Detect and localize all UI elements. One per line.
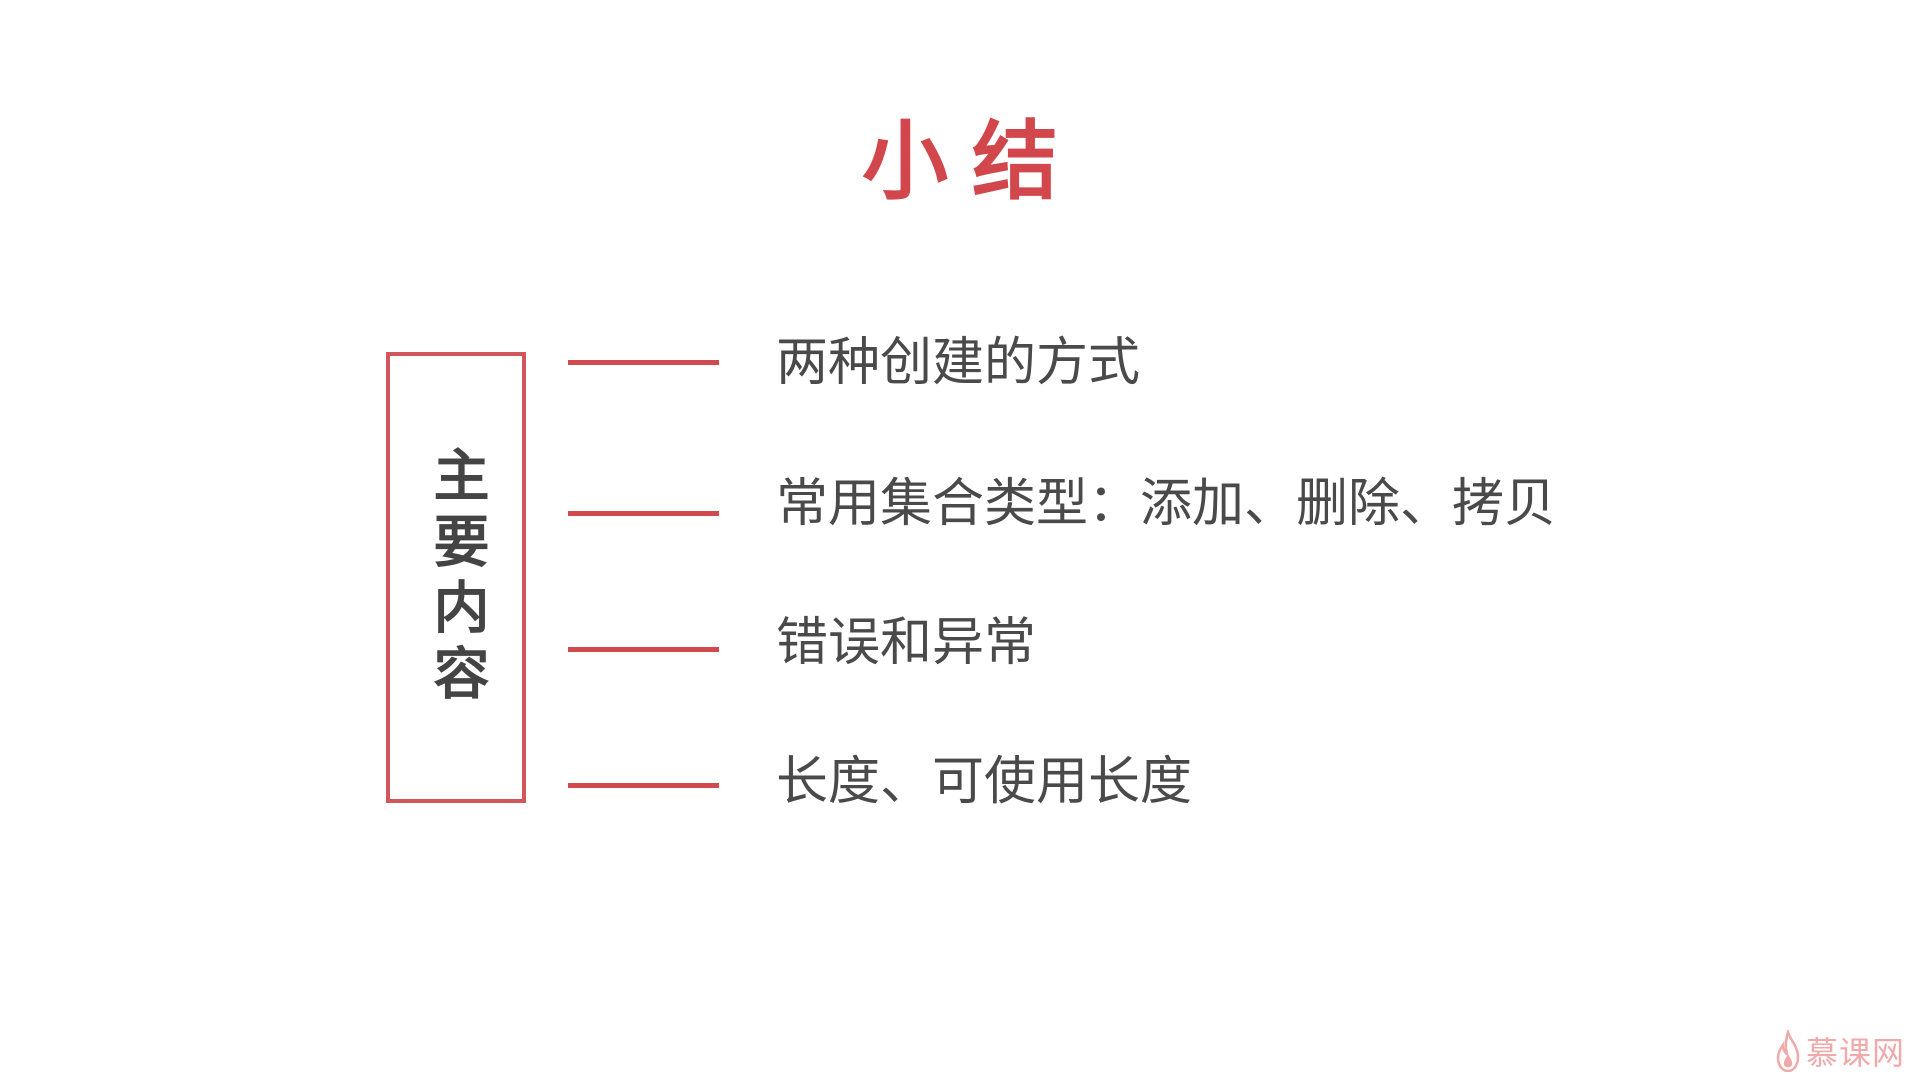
slide-title: 小结 <box>862 112 1082 212</box>
watermark-text: 慕课网 <box>1806 1034 1906 1072</box>
flame-icon <box>1776 1027 1800 1076</box>
item-connector-line <box>568 647 719 652</box>
item-connector-line <box>568 783 719 788</box>
list-item: 常用集合类型：添加、删除、拷贝 <box>776 474 1557 534</box>
item-connector-line <box>568 511 719 516</box>
list-item: 错误和异常 <box>776 613 1037 673</box>
watermark-logo: 慕课网 <box>1776 1027 1906 1076</box>
list-item: 长度、可使用长度 <box>776 752 1193 812</box>
list-item: 两种创建的方式 <box>776 333 1141 393</box>
item-connector-line <box>568 360 719 365</box>
main-content-box: 主要内容 <box>386 352 526 803</box>
main-content-label: 主要内容 <box>424 445 489 710</box>
